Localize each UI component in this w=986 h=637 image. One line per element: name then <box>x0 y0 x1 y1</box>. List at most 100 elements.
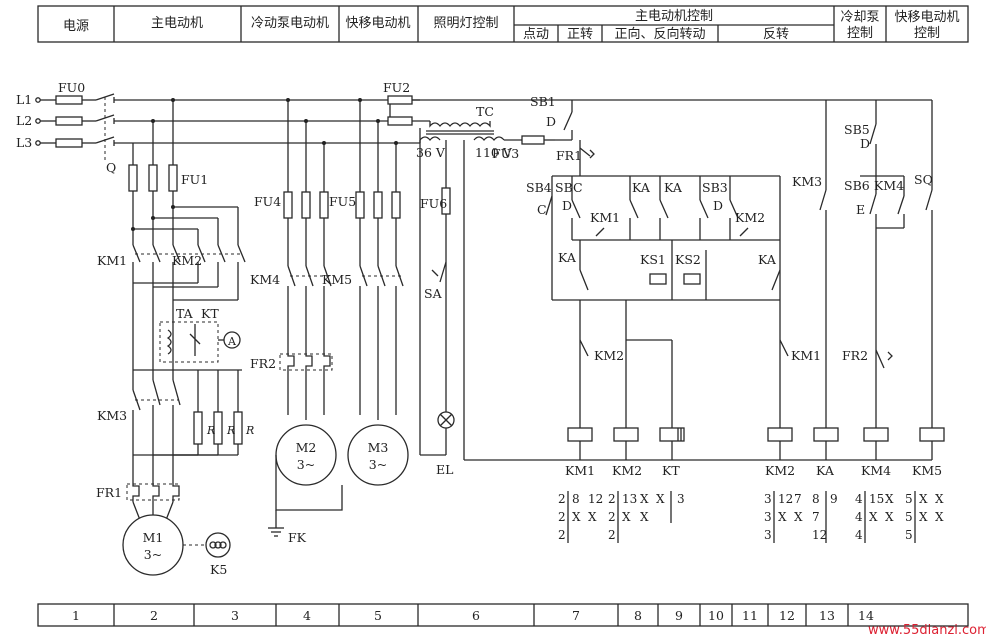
ct4-r1c3: 7 <box>794 492 802 506</box>
coil-kt: KT <box>662 463 680 478</box>
motor-m2-type: 3~ <box>297 457 315 472</box>
ct7-r1c3: X <box>935 492 944 506</box>
label-fk: FK <box>288 530 307 545</box>
footer-col-7: 7 <box>572 608 580 623</box>
main-motor-circuit: FU1 KM1 KM2 <box>96 98 254 577</box>
ct4-r1c2: 12 <box>778 492 793 506</box>
header-power: 电源 <box>63 19 89 34</box>
label-fr1-aux: FR1 <box>556 148 582 163</box>
header-rapid-control-1: 快移电动机 <box>894 10 959 25</box>
coil-ka: KA <box>816 463 835 478</box>
label-r1: R <box>206 424 215 437</box>
motor-m1-type: 3~ <box>144 547 162 562</box>
lighting-circuit: FU2 TC 36 V 110 V FU3 FU6 SA EL <box>383 80 932 477</box>
label-tc: TC <box>476 104 494 119</box>
label-ta: TA <box>176 306 194 321</box>
label-sq: SQ <box>914 172 933 187</box>
label-l1: L1 <box>16 92 32 107</box>
ct4-r3c1: 3 <box>764 528 772 542</box>
ct1-r2c1: 2 <box>558 510 566 524</box>
control-circuit: SB1 D FR1 SB4 C SBC D KA KA SB3 D KM <box>526 94 945 478</box>
coil-km2: KM2 <box>612 463 642 478</box>
label-km3-main: KM3 <box>97 408 127 423</box>
label-kt-main: KT <box>201 306 219 321</box>
ct4-r2c1: 3 <box>764 510 772 524</box>
label-ammeter: A <box>227 335 237 348</box>
ct1-r1c3: 12 <box>588 492 603 506</box>
header-rapid-control-2: 控制 <box>914 26 940 41</box>
ct6-r1c1: 4 <box>855 492 863 506</box>
ct7-r2c3: X <box>935 510 944 524</box>
label-ka-4: KA <box>758 252 777 267</box>
coil-km4: KM4 <box>861 463 891 478</box>
footer-col-3: 3 <box>231 608 239 623</box>
ct1-r2c3: X <box>588 510 597 524</box>
aux-motors-circuit: FU4 FU5 KM4 KM5 FR2 M2 3~ M <box>250 98 409 545</box>
footer-col-9: 9 <box>675 608 683 623</box>
header-forward: 正转 <box>567 27 593 42</box>
motor-m1: M1 <box>143 530 164 545</box>
ct6-r2c3: X <box>885 510 894 524</box>
header-reverse: 反转 <box>763 27 789 42</box>
ct2-r3c1: 2 <box>608 528 616 542</box>
label-fr2-aux: FR2 <box>842 348 868 363</box>
ct4-r2c3: X <box>794 510 803 524</box>
header-forward-reverse: 正向、反向转动 <box>614 26 705 42</box>
label-km4-aux: KM4 <box>874 178 904 193</box>
ct7-r2c1: 5 <box>905 510 913 524</box>
label-fu3: FU3 <box>492 146 519 161</box>
ct6-r1c3: X <box>885 492 894 506</box>
label-km3-ctrl: KM3 <box>792 174 822 189</box>
label-k5: K5 <box>210 562 227 577</box>
ct2-r1c1: 2 <box>608 492 616 506</box>
motor-m2: M2 <box>296 440 317 455</box>
coil-km5: KM5 <box>912 463 942 478</box>
label-sb1: SB1 <box>530 94 556 109</box>
footer-col-2: 2 <box>150 608 158 623</box>
footer-col-1: 1 <box>72 608 80 623</box>
label-sb4: SB4 <box>526 180 552 195</box>
ct1-r1c1: 2 <box>558 492 566 506</box>
header-coolant-motor: 冷动泵电动机 <box>251 16 329 31</box>
label-sbc: SBC <box>555 180 583 195</box>
ct1-r2c2: X <box>572 510 581 524</box>
ct4-r2c2: X <box>778 510 787 524</box>
label-km4-motor: KM4 <box>250 272 280 287</box>
footer-col-4: 4 <box>303 608 311 623</box>
footer-col-13: 13 <box>819 608 835 623</box>
label-fu4: FU4 <box>254 194 281 209</box>
label-km2-interlock: KM2 <box>594 348 624 363</box>
ct5-r1c1: 8 <box>812 492 820 506</box>
label-r2: R <box>226 424 235 437</box>
label-r3: R <box>245 424 254 437</box>
ct6-r2c2: X <box>869 510 878 524</box>
header-table: 电源 主电动机 冷动泵电动机 快移电动机 照明灯控制 主电动机控制 点动 正转 … <box>37 5 969 43</box>
ct6-r3c1: 4 <box>855 528 863 542</box>
header-jog: 点动 <box>523 27 549 42</box>
label-sb5-d: D <box>860 136 870 151</box>
ct2-r2c1: 2 <box>608 510 616 524</box>
footer-col-8: 8 <box>634 608 642 623</box>
label-km2-aux: KM2 <box>735 210 765 225</box>
ct2-r2c2: X <box>622 510 631 524</box>
ct2-r1c4: X <box>656 492 665 506</box>
ct3-r1c1: 3 <box>677 492 685 506</box>
ct2-r1c2: 13 <box>622 492 637 506</box>
ct4-r1c1: 3 <box>764 492 772 506</box>
header-rapid-motor: 快移电动机 <box>345 16 410 31</box>
label-sb3: SB3 <box>702 180 728 195</box>
ct7-r3c1: 5 <box>905 528 913 542</box>
footer-col-6: 6 <box>472 608 480 623</box>
label-fu1: FU1 <box>181 172 208 187</box>
label-fu6: FU6 <box>420 196 447 211</box>
label-km1-interlock: KM1 <box>791 348 821 363</box>
label-fu0: FU0 <box>58 80 85 95</box>
label-fu2: FU2 <box>383 80 410 95</box>
header-coolant-control-1: 冷却泵 <box>840 10 879 25</box>
label-110v: 110 V <box>475 145 513 160</box>
coil-km2-b: KM2 <box>765 463 795 478</box>
motor-m3: M3 <box>368 440 389 455</box>
header-coolant-control-2: 控制 <box>847 26 873 41</box>
label-ks1: KS1 <box>640 252 666 267</box>
motor-m3-type: 3~ <box>369 457 387 472</box>
